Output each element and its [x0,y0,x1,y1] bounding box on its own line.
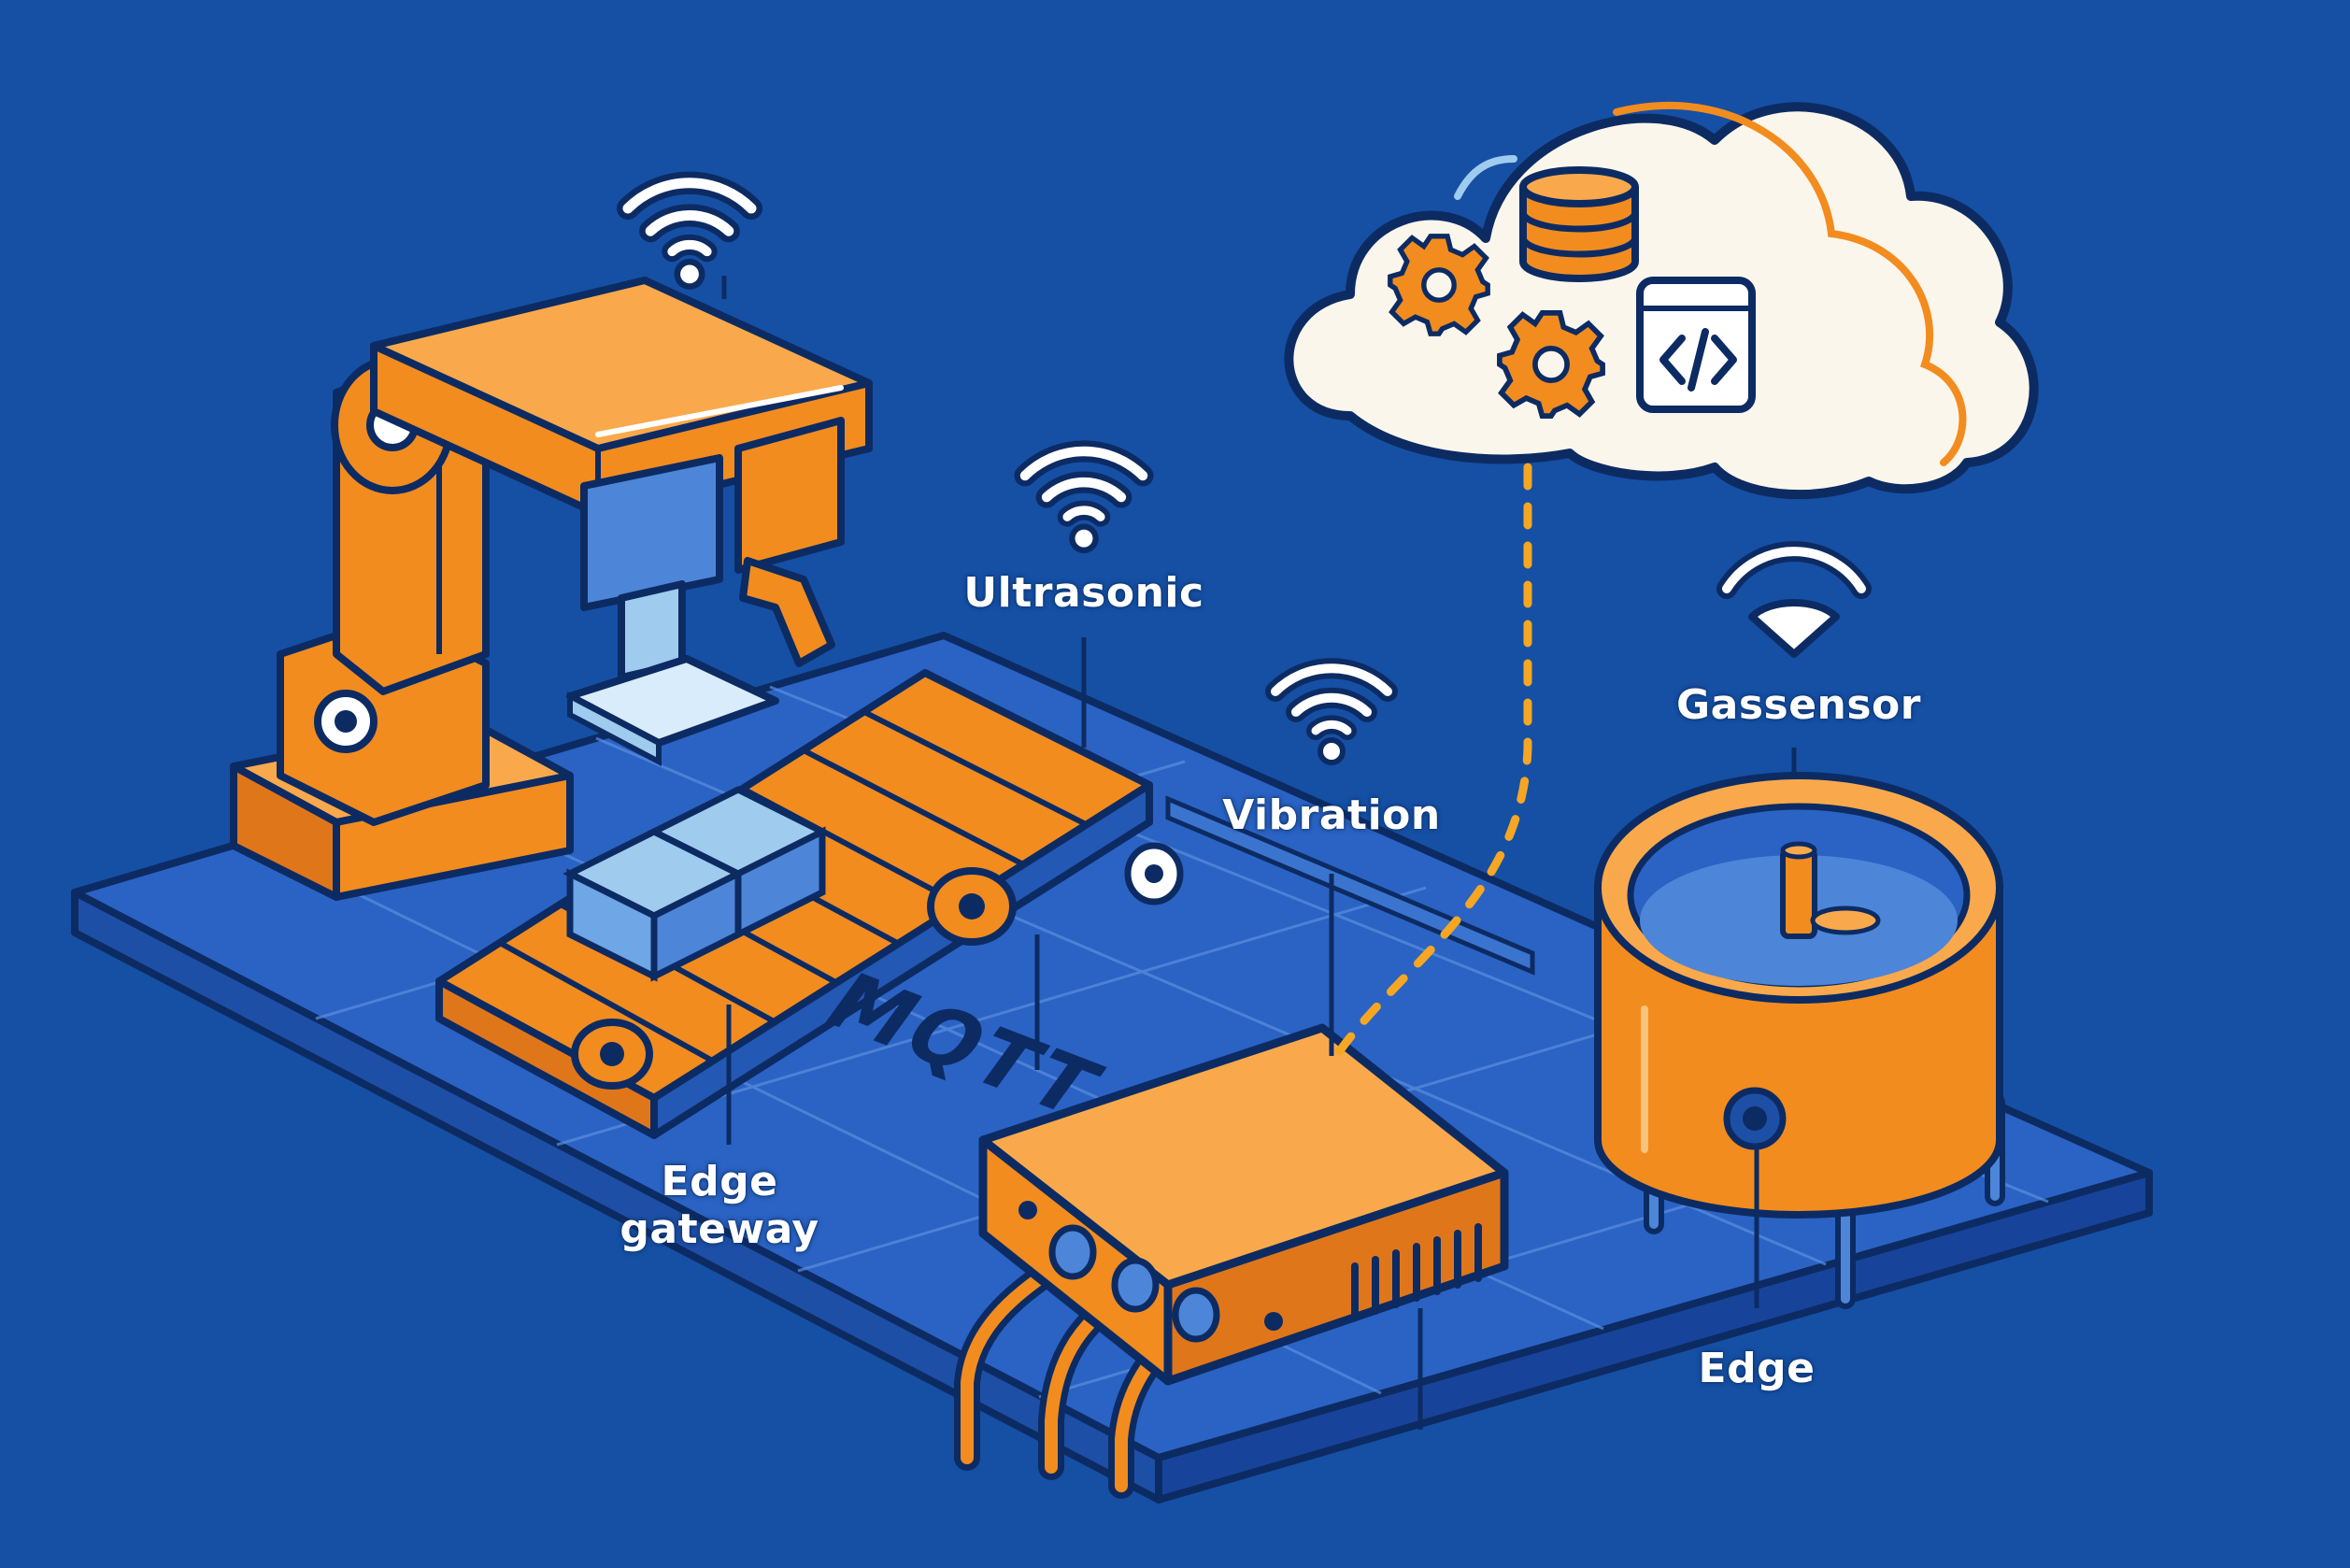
gear-icon [1390,236,1488,334]
vibration-label: Vibration [1222,791,1441,839]
conveyor-roller [1124,842,1184,905]
wifi-icon [1275,668,1388,763]
ultrasonic-label: Ultrasonic [963,569,1204,617]
code-icon [1636,277,1756,413]
wifi-icon [1716,541,1872,658]
wifi-icon [1025,451,1143,550]
mixing-tank [1594,772,2005,1309]
edge-label: Edge [1698,1345,1816,1392]
package-boxes [563,786,830,982]
cloud-link-dashed [1332,463,1532,1061]
database-icon [1519,166,1639,282]
gear-icon [1500,313,1602,416]
edge-gateway-label: Edge gateway [579,1158,860,1253]
gas-sensor-label: Gassensor [1676,681,1921,729]
edge-gateway-label-line2: gateway [620,1205,819,1253]
leader-lines [726,637,1797,1430]
edge-gateway-label-line1: Edge [661,1158,778,1205]
conveyor-roller [571,1019,653,1090]
robot-arm [230,277,873,901]
conveyor-roller [927,867,1017,946]
wifi-icon [628,183,751,299]
